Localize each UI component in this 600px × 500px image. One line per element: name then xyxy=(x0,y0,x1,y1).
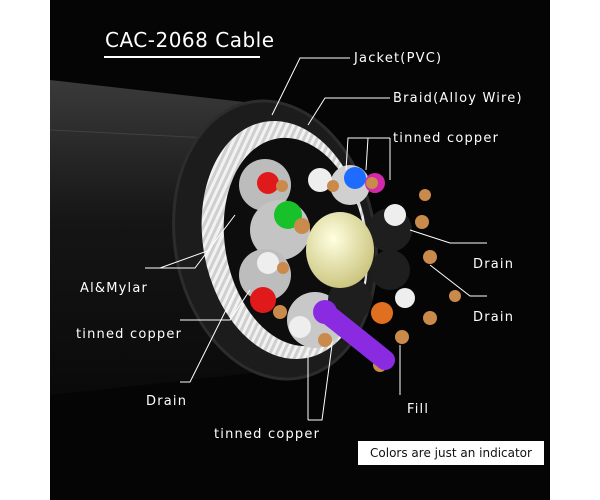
label-braid: Braid(Alloy Wire) xyxy=(393,91,523,106)
conductors xyxy=(250,167,461,372)
fill-core xyxy=(306,212,374,288)
diagram-title: CAC-2068 Cable xyxy=(105,28,275,52)
purple-wire-extension xyxy=(315,302,395,370)
title-underline xyxy=(104,56,260,58)
label-drain-left: Drain xyxy=(146,394,188,409)
label-fill: Fill xyxy=(407,402,430,417)
label-al-mylar: Al&Mylar xyxy=(80,281,149,296)
colors-disclaimer-note: Colors are just an indicator xyxy=(358,441,544,465)
label-tinned-copper-top: tinned copper xyxy=(393,131,500,146)
leader-lines xyxy=(145,57,487,421)
label-jacket: Jacket(PVC) xyxy=(354,51,443,66)
cable-diagram-panel: CAC-2068 Cable Jacket(PVC) Braid(Alloy W… xyxy=(50,0,550,500)
label-drain-right-2: Drain xyxy=(473,310,515,325)
cable-cross-section-illustration xyxy=(50,57,487,421)
label-tinned-copper-bottom: tinned copper xyxy=(214,427,321,442)
label-tinned-copper-left: tinned copper xyxy=(76,327,183,342)
label-drain-right-1: Drain xyxy=(473,257,515,272)
